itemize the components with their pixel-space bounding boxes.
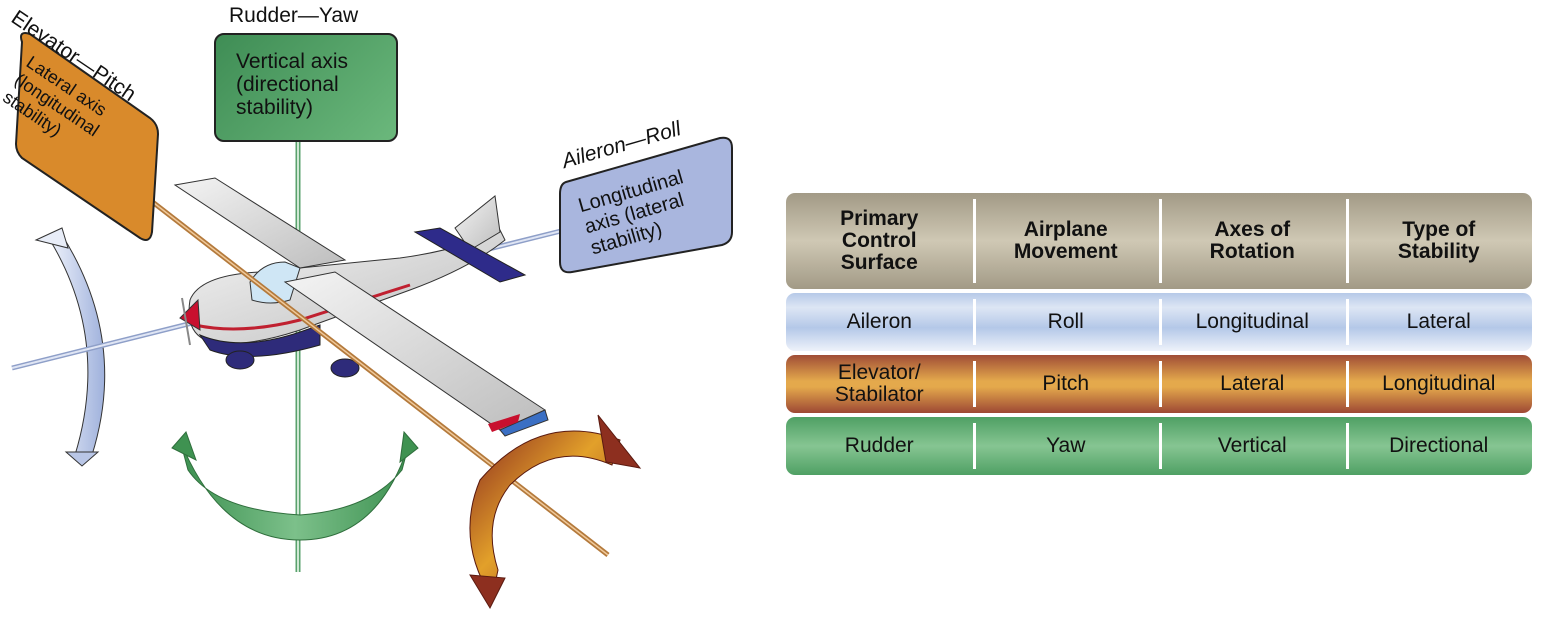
yaw-rotation-arrow: [179, 439, 411, 541]
table-row-rudder: Rudder Yaw Vertical Directional: [786, 417, 1532, 475]
left-wheel: [225, 350, 255, 370]
table-cell: Longitudinal: [1159, 293, 1346, 351]
table-cell: Pitch: [972, 355, 1160, 413]
propeller-spinner: [179, 298, 201, 331]
propeller-blade: [181, 297, 191, 346]
roll-arrowhead-top: [34, 227, 69, 249]
yaw-arrowhead-right: [399, 430, 419, 464]
pitch-arrowhead-top: [597, 414, 642, 469]
table-row-aileron: Aileron Roll Longitudinal Lateral: [786, 293, 1532, 351]
roll-arrowhead-bottom: [64, 451, 100, 467]
table-cell: Rudder: [844, 434, 914, 457]
airplane-illustration: [11, 32, 733, 610]
table-cell: Directional: [1345, 417, 1533, 475]
vertical-axis-box: [214, 33, 398, 142]
table-cell: Elevator/ Stabilator: [834, 361, 924, 406]
airplane-axes-diagram: Elevator—Pitch Lateral axis (longitudina…: [0, 4, 733, 610]
right-wheel: [330, 358, 360, 378]
pitch-arrowhead-bottom: [469, 574, 506, 610]
table-cell: Roll: [972, 293, 1160, 351]
yaw-arrowhead-left: [171, 431, 197, 462]
header-type-of-stability: Type of Stability: [1345, 193, 1533, 289]
far-wing: [173, 177, 347, 269]
table-cell: Lateral: [1345, 293, 1533, 351]
table-header-row: Primary Control Surface Airplane Movemen…: [786, 193, 1532, 289]
pitch-rotation-arrow: [469, 430, 621, 600]
header-airplane-movement: Airplane Movement: [972, 193, 1160, 289]
header-axes-of-rotation: Axes of Rotation: [1159, 193, 1346, 289]
longitudinal-axis-box: [559, 136, 733, 274]
lateral-axis-box: [14, 32, 160, 241]
table-row-elevator: Elevator/ Stabilator Pitch Lateral Longi…: [786, 355, 1532, 413]
control-surface-table: Primary Control Surface Airplane Movemen…: [786, 193, 1532, 479]
rudder-yaw-label: Rudder—Yaw: [229, 4, 359, 27]
table-cell: Yaw: [972, 417, 1160, 475]
table-cell: Longitudinal: [1345, 355, 1533, 413]
table-cell: Lateral: [1159, 355, 1346, 413]
header-primary-control-surface: Primary Control Surface: [840, 207, 919, 274]
table-cell: Vertical: [1159, 417, 1346, 475]
table-cell: Aileron: [846, 310, 912, 333]
vertical-axis-box-text: Vertical axis (directional stability): [236, 50, 349, 119]
horizontal-stabilizer: [413, 227, 527, 283]
